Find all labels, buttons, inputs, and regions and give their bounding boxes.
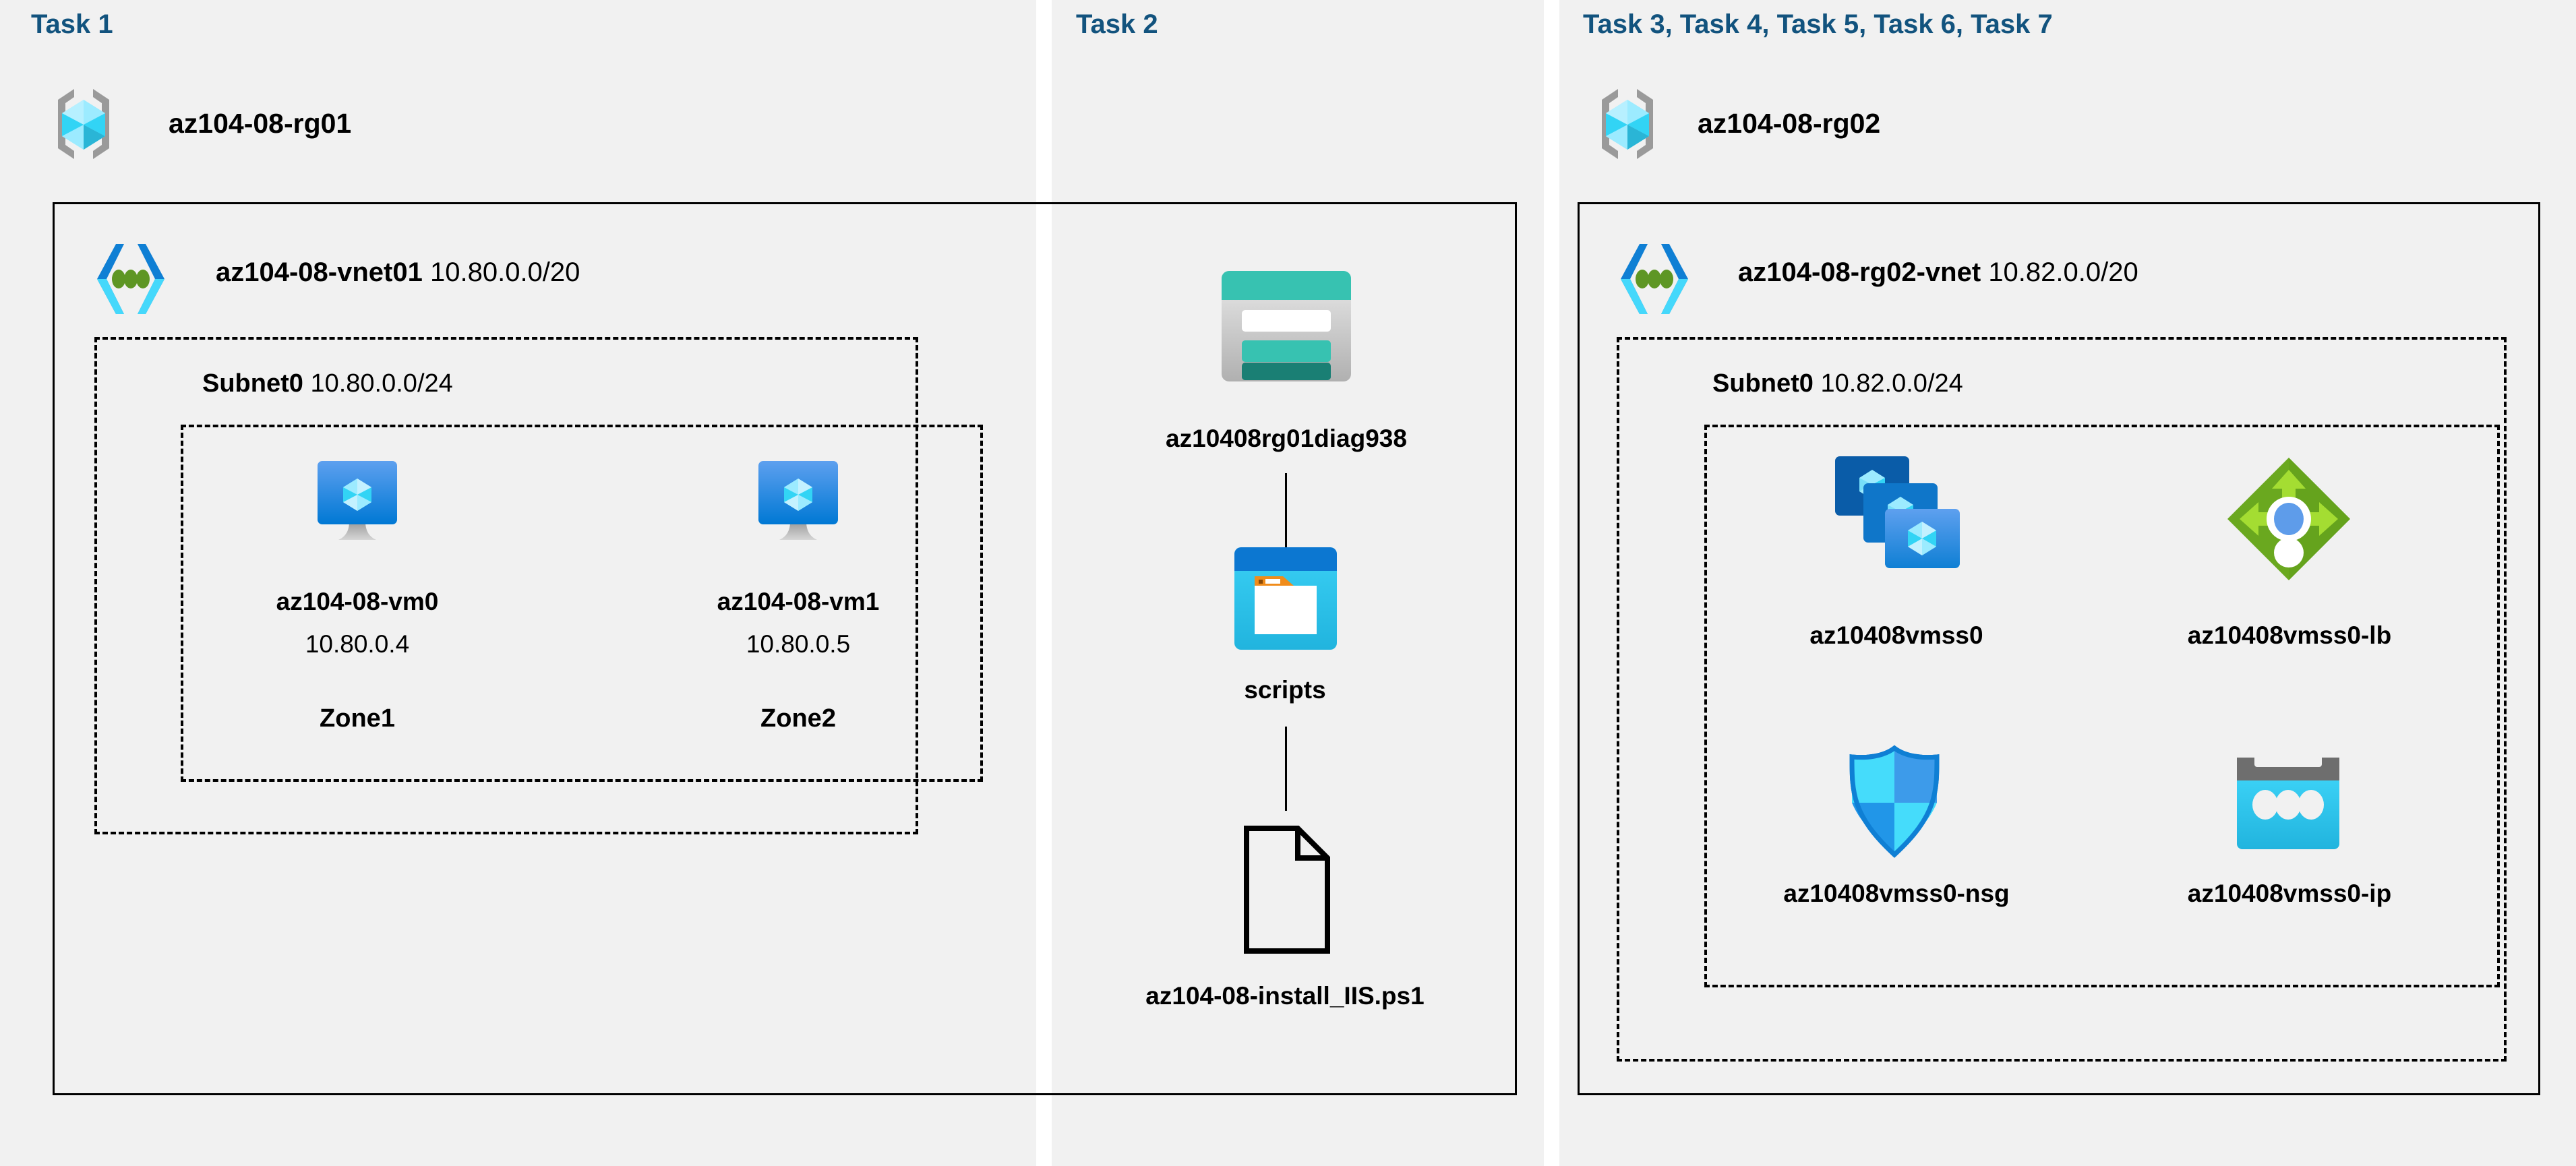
virtual-machine-icon [758, 460, 838, 544]
vnet-name-rg02-vnet: az104-08-rg02-vnet [1738, 257, 1981, 287]
task-label-3-to-7: Task 3, Task 4, Task 5, Task 6, Task 7 [1583, 9, 2053, 39]
resource-group-name-rg02: az104-08-rg02 [1698, 108, 1881, 139]
resource-group-icon [1591, 86, 1664, 162]
subnet-label-subnet0-left: Subnet0 10.80.0.0/24 [202, 369, 453, 398]
task1-panel-background [0, 0, 1036, 1166]
task-label-1: Task 1 [31, 9, 113, 39]
subnet-inner-boundary [1704, 425, 2500, 987]
vm-ip-vm1: 10.80.0.5 [746, 630, 851, 658]
blob-container-name: scripts [1244, 676, 1326, 704]
subnet-name-subnet0-right: Subnet0 [1712, 369, 1814, 398]
connector-container-to-file [1285, 727, 1287, 811]
subnet-cidr-subnet0-right: 10.82.0.0/24 [1820, 369, 1963, 398]
vnet-label-rg02-vnet: az104-08-rg02-vnet 10.82.0.0/20 [1738, 257, 2138, 288]
subnet-name-subnet0-left: Subnet0 [202, 369, 303, 398]
vm-name-vm0: az104-08-vm0 [276, 588, 439, 615]
subnet-boundary-subnet0-right [1617, 337, 2507, 1062]
vm-name-vm1: az104-08-vm1 [717, 588, 880, 615]
blob-container-icon [1234, 547, 1337, 650]
nsg-name: az10408vmss0-nsg [1783, 880, 2010, 907]
public-ip-name: az10408vmss0-ip [2187, 880, 2392, 907]
vnet-cidr-vnet01: 10.80.0.0/20 [429, 257, 580, 287]
availability-zones-boundary [181, 425, 983, 782]
storage-account-name: az10408rg01diag938 [1166, 425, 1407, 452]
vm-scale-set-icon [1835, 455, 1960, 580]
load-balancer-icon [2225, 455, 2353, 583]
virtual-network-icon [94, 241, 167, 317]
connector-storage-to-container [1285, 473, 1287, 547]
resource-group-icon [47, 86, 120, 162]
task-label-2: Task 2 [1076, 9, 1158, 39]
vnet-name-vnet01: az104-08-vnet01 [216, 257, 423, 287]
vnet-cidr-rg02-vnet: 10.82.0.0/20 [1988, 257, 2138, 287]
task3to7-panel-background [1559, 0, 2576, 1166]
vnet-label-vnet01: az104-08-vnet01 10.80.0.0/20 [216, 257, 580, 288]
ps1-file-name: az104-08-install_IIS.ps1 [1145, 982, 1425, 1010]
vm-ip-vm0: 10.80.0.4 [305, 630, 410, 658]
file-document-icon [1244, 826, 1330, 954]
network-security-group-icon [1844, 745, 1945, 859]
subnet-cidr-subnet0-left: 10.80.0.0/24 [310, 369, 453, 398]
vm-zone-vm1: Zone2 [760, 704, 836, 733]
vnet-boundary-vnet01 [53, 202, 1517, 1095]
vm-zone-vm0: Zone1 [320, 704, 395, 733]
storage-account-icon [1222, 268, 1351, 384]
vmss-name: az10408vmss0 [1809, 621, 1983, 649]
virtual-network-icon [1618, 241, 1691, 317]
public-ip-address-icon [2231, 754, 2345, 853]
virtual-machine-icon [318, 460, 397, 544]
load-balancer-name: az10408vmss0-lb [2187, 621, 2392, 649]
subnet-boundary-subnet0-left [94, 337, 918, 834]
resource-group-name-rg01: az104-08-rg01 [169, 108, 352, 139]
subnet-label-subnet0-right: Subnet0 10.82.0.0/24 [1712, 369, 1963, 398]
vnet-boundary-rg02-vnet [1578, 202, 2540, 1095]
